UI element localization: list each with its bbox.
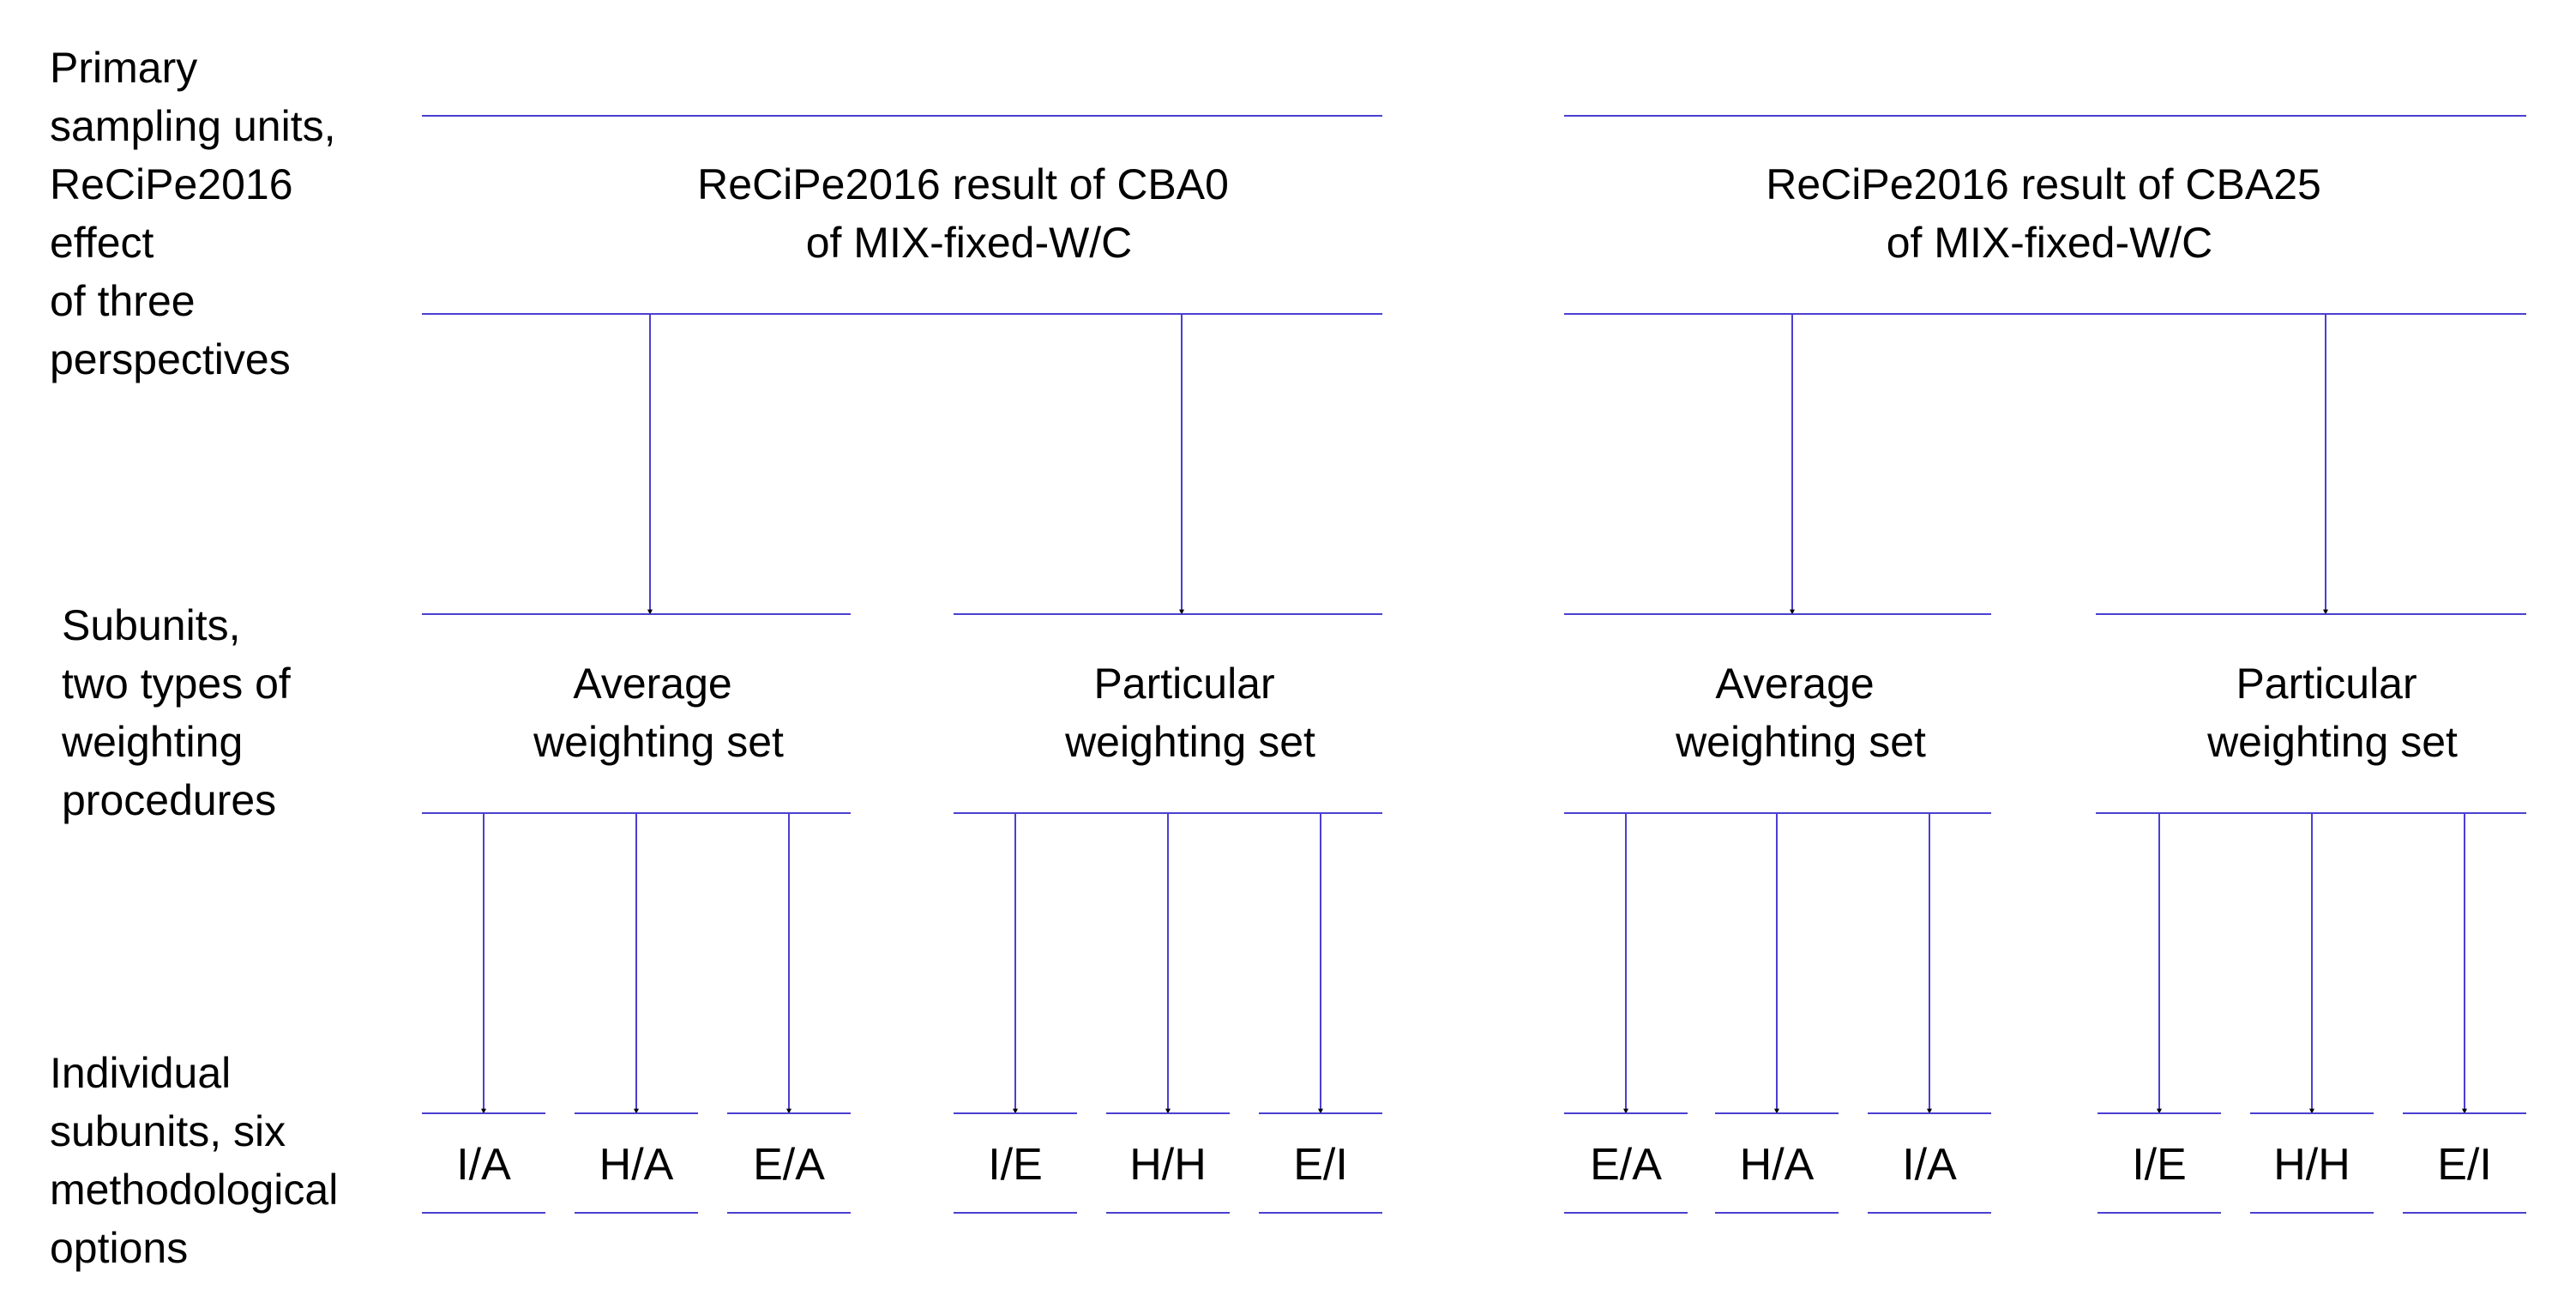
subunit-particular-weighting: Particular weighting set I/E H/H bbox=[954, 613, 1382, 1214]
option-box: I/E bbox=[2098, 1112, 2221, 1214]
primary-unit-title: ReCiPe2016 result of CBA0 of MIX-fixed-W… bbox=[697, 160, 1241, 267]
option-label: H/A bbox=[599, 1140, 674, 1190]
option-box: E/I bbox=[2403, 1112, 2526, 1214]
option-label: H/H bbox=[1129, 1140, 1207, 1190]
option-box: H/A bbox=[575, 1112, 698, 1214]
option-label: H/H bbox=[2273, 1140, 2350, 1190]
option-label: I/E bbox=[988, 1140, 1043, 1190]
subunit-label: Particular weighting set bbox=[2206, 660, 2458, 766]
level-label-subunits: Subunits, two types of weighting procedu… bbox=[61, 601, 303, 824]
option-label: I/A bbox=[1902, 1140, 1957, 1190]
option-label: E/I bbox=[2437, 1140, 2492, 1190]
option-box: H/A bbox=[1715, 1112, 1839, 1214]
subunit-label: Average weighting set bbox=[1675, 660, 1926, 766]
subunit-average-weighting: Average weighting set I/A H/A bbox=[422, 613, 851, 1214]
subunit-average-weighting: Average weighting set E/A H/A bbox=[1564, 613, 1991, 1214]
option-box: I/A bbox=[422, 1112, 545, 1214]
option-box: E/A bbox=[1564, 1112, 1688, 1214]
level-label-individual: Individual subunits, six methodological … bbox=[50, 1049, 350, 1272]
subunit-particular-weighting: Particular weighting set I/E H/H bbox=[2096, 613, 2526, 1214]
option-box: H/H bbox=[2250, 1112, 2374, 1214]
level-label-primary: Primary sampling units, ReCiPe2016 effec… bbox=[50, 44, 347, 383]
option-box: E/I bbox=[1259, 1112, 1382, 1214]
option-label: I/E bbox=[2132, 1140, 2187, 1190]
option-label: I/A bbox=[456, 1140, 511, 1190]
option-label: E/A bbox=[1590, 1140, 1662, 1190]
option-label: E/A bbox=[753, 1140, 825, 1190]
subunit-label: Particular weighting set bbox=[1064, 660, 1315, 766]
option-box: I/A bbox=[1868, 1112, 1991, 1214]
primary-unit-cba25: ReCiPe2016 result of CBA25 of MIX-fixed-… bbox=[1564, 115, 2526, 1214]
option-box: I/E bbox=[954, 1112, 1077, 1214]
option-label: E/I bbox=[1293, 1140, 1348, 1190]
option-box: H/H bbox=[1106, 1112, 1230, 1214]
subunit-label: Average weighting set bbox=[533, 660, 784, 766]
option-box: E/A bbox=[727, 1112, 851, 1214]
primary-unit-title: ReCiPe2016 result of CBA25 of MIX-fixed-… bbox=[1766, 160, 2333, 267]
primary-unit-cba0: ReCiPe2016 result of CBA0 of MIX-fixed-W… bbox=[422, 115, 1382, 1214]
option-label: H/A bbox=[1740, 1140, 1815, 1190]
